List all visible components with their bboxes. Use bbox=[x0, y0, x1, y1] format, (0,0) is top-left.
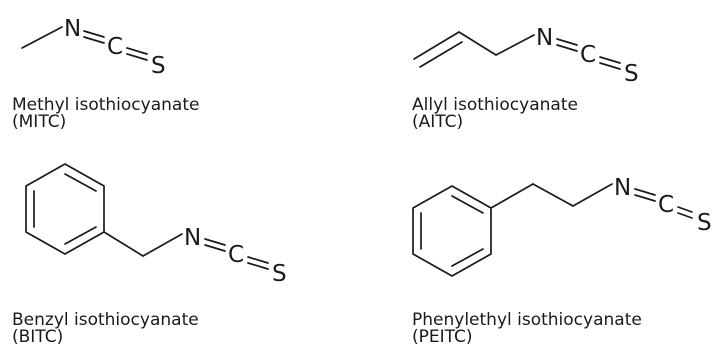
compound-name: Benzyl isothiocyanate bbox=[12, 310, 199, 330]
structure-bitc: N C S bbox=[25, 163, 287, 287]
atom-c: C bbox=[580, 42, 596, 68]
bond-methyl bbox=[21, 26, 63, 49]
bond-ethyl-1 bbox=[490, 183, 534, 209]
structure-peitc: N C S bbox=[412, 175, 712, 277]
atom-c: C bbox=[107, 34, 123, 60]
bond-cs-2 bbox=[599, 62, 621, 70]
bond-ethyl-3 bbox=[572, 183, 613, 207]
bond-cs-1 bbox=[126, 47, 148, 55]
benzene-ring bbox=[412, 185, 492, 277]
bond-cs-1 bbox=[247, 256, 269, 264]
ring-double-2 bbox=[64, 226, 97, 245]
compound-label-mitc: Methyl isothiocyanate (MITC) bbox=[12, 97, 199, 131]
bond-nc-2 bbox=[204, 244, 226, 252]
bond-cs-1 bbox=[599, 56, 621, 64]
structure-mitc: N C S bbox=[21, 16, 166, 79]
bond-nc-2 bbox=[83, 36, 105, 44]
bond-nc-2 bbox=[556, 44, 578, 52]
bond-nc-1 bbox=[634, 188, 656, 196]
atom-s: S bbox=[151, 53, 166, 79]
structure-aitc: N C S bbox=[413, 25, 639, 87]
atom-n: N bbox=[536, 25, 553, 51]
atom-n: N bbox=[184, 225, 201, 251]
atom-n: N bbox=[64, 16, 81, 42]
bond-nc-1 bbox=[556, 38, 578, 46]
compound-abbr: (MITC) bbox=[12, 112, 67, 132]
atom-s: S bbox=[624, 61, 639, 87]
bond-cs-2 bbox=[126, 53, 148, 61]
bond-allyl-2 bbox=[495, 34, 535, 56]
bond-cs-2 bbox=[247, 262, 269, 270]
bond-benzyl-1 bbox=[103, 231, 144, 257]
bond-cs-2 bbox=[677, 212, 693, 219]
bond-benzyl-2 bbox=[142, 233, 183, 257]
compound-abbr: (PEITC) bbox=[412, 327, 473, 347]
compound-label-bitc: Benzyl isothiocyanate (BITC) bbox=[12, 312, 199, 346]
compound-abbr: (AITC) bbox=[412, 112, 464, 132]
compound-name: Methyl isothiocyanate bbox=[12, 95, 200, 115]
atom-s: S bbox=[697, 210, 712, 236]
atom-c: C bbox=[658, 192, 674, 218]
bond-vinyl-1 bbox=[413, 31, 460, 60]
ring-double-2 bbox=[451, 248, 484, 267]
bond-cs-1 bbox=[677, 206, 693, 213]
compound-abbr: (BITC) bbox=[12, 327, 64, 347]
atom-c: C bbox=[228, 242, 244, 268]
ring-double-1 bbox=[451, 195, 484, 214]
compound-label-peitc: Phenylethyl isothiocyanate (PEITC) bbox=[412, 312, 642, 346]
compound-name: Phenylethyl isothiocyanate bbox=[412, 310, 642, 330]
bond-nc-1 bbox=[204, 238, 226, 246]
bond-nc-1 bbox=[83, 30, 105, 38]
compound-name: Allyl isothiocyanate bbox=[412, 95, 578, 115]
bond-nc-2 bbox=[634, 194, 656, 202]
atom-n: N bbox=[614, 175, 631, 201]
atom-s: S bbox=[272, 261, 287, 287]
compound-label-aitc: Allyl isothiocyanate (AITC) bbox=[412, 97, 578, 131]
bond-vinyl-2 bbox=[419, 41, 463, 68]
bond-allyl-1 bbox=[458, 31, 497, 56]
benzene-ring bbox=[25, 163, 105, 255]
ring-double-1 bbox=[64, 173, 97, 192]
bond-ethyl-2 bbox=[532, 183, 574, 207]
